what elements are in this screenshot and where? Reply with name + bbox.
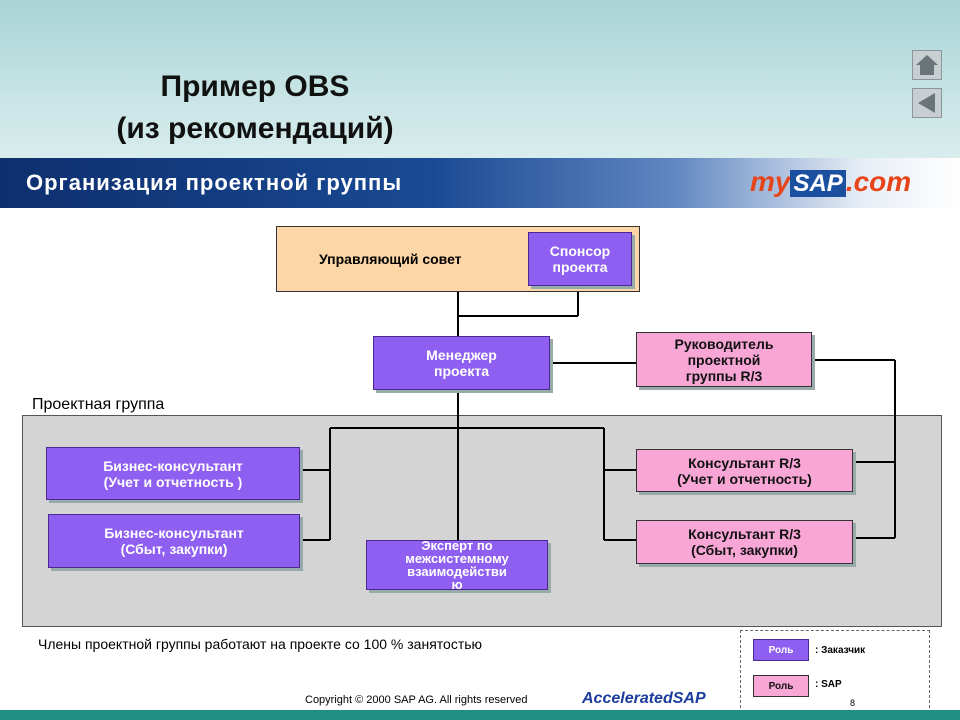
home-icon xyxy=(916,55,938,75)
r3-consultant-sales-box: Консультант R/3 (Сбыт, закупки) xyxy=(636,520,853,564)
footer-bar xyxy=(0,710,960,720)
steering-committee-label: Управляющий совет xyxy=(319,251,462,267)
section-title: Организация проектной группы xyxy=(26,170,403,195)
slide-title: Пример OBS (из рекомендаций) xyxy=(40,66,470,150)
integration-expert-box: Эксперт по межсистемному взаимодействи ю xyxy=(366,539,548,591)
back-button[interactable] xyxy=(912,88,942,118)
back-arrow-icon xyxy=(918,93,935,113)
legend-label-customer: : Заказчик xyxy=(815,645,866,656)
home-button[interactable] xyxy=(912,50,942,80)
legend-label-sap: : SAP xyxy=(815,679,842,690)
header-background xyxy=(0,0,960,158)
business-consultant-accounting-box: Бизнес-консультант (Учет и отчетность ) xyxy=(46,447,300,500)
sponsor-box: Спонсор проекта xyxy=(528,232,632,286)
copyright-text: Copyright © 2000 SAP AG. All rights rese… xyxy=(305,694,528,706)
legend-chip-sap: Роль xyxy=(753,675,809,697)
page-number: 8 xyxy=(850,698,856,708)
legend: Роль : Заказчик Роль : SAP xyxy=(740,630,930,718)
r3-consultant-accounting-box: Консультант R/3 (Учет и отчетность) xyxy=(636,449,853,492)
title-line-1: Пример OBS xyxy=(160,70,350,103)
business-consultant-sales-box: Бизнес-консультант (Сбыт, закупки) xyxy=(48,514,300,568)
project-team-label: Проектная группа xyxy=(32,396,165,413)
r3-team-lead-box: Руководитель проектной группы R/3 xyxy=(636,332,812,387)
accelerated-sap-logo: AcceleratedSAP xyxy=(582,690,706,707)
legend-chip-customer: Роль xyxy=(753,639,809,661)
project-manager-box: Менеджер проекта xyxy=(373,336,550,390)
title-line-2: (из рекомендаций) xyxy=(116,112,394,145)
full-time-note: Члены проектной группы работают на проек… xyxy=(38,636,483,652)
